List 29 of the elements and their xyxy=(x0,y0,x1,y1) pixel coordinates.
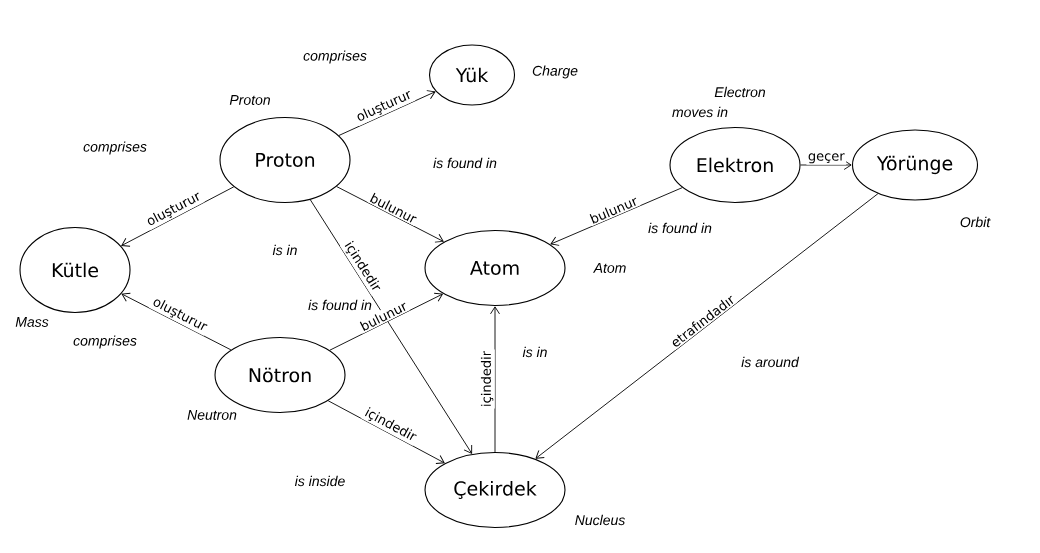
translation-label: Nucleus xyxy=(575,514,625,526)
translation-label: is inside xyxy=(294,475,345,487)
arrow xyxy=(309,199,473,454)
arrow xyxy=(329,292,443,351)
arrow xyxy=(800,160,852,170)
translation-label: is in xyxy=(272,244,297,256)
arrow xyxy=(327,400,445,464)
translation-label: Proton xyxy=(229,95,270,105)
translation-label: comprises xyxy=(83,141,147,155)
arrow xyxy=(121,292,232,351)
translation-label: Electron xyxy=(714,86,766,98)
edge-label: geçer xyxy=(808,153,845,164)
translation-label: is around xyxy=(741,356,800,368)
translation-label: is in xyxy=(522,346,547,358)
arrow xyxy=(121,186,235,247)
arrow xyxy=(338,90,436,136)
arrow xyxy=(336,186,444,243)
translation-label: Orbit xyxy=(960,216,991,228)
translation-label: is found in xyxy=(433,157,497,169)
edge-label: içindedir xyxy=(480,350,494,406)
translation-label: Charge xyxy=(532,65,578,79)
arrow xyxy=(550,187,683,246)
arrow xyxy=(535,193,879,459)
translation-label: is found in xyxy=(648,222,712,234)
translation-label: comprises xyxy=(73,335,137,349)
translation-label: comprises xyxy=(303,50,367,64)
arrow xyxy=(490,306,500,453)
translation-label: Mass xyxy=(15,317,49,327)
translation-label: Atom xyxy=(593,263,626,273)
